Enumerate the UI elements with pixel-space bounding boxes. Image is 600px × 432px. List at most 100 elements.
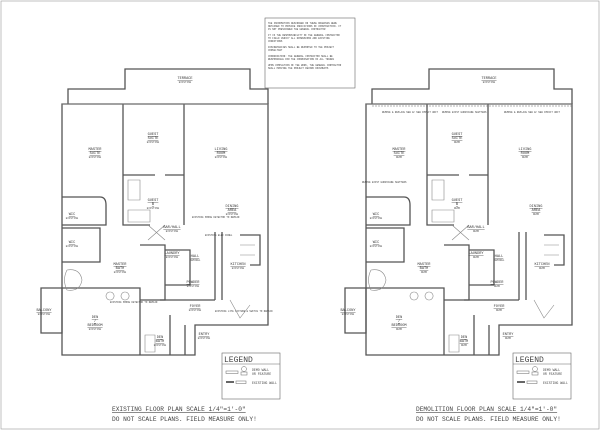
room-name: / bbox=[398, 319, 400, 324]
general-note-line: TO FIELD VERIFY ALL DIMENSIONS AND EXIST… bbox=[268, 37, 330, 40]
room-name: FOYER bbox=[190, 305, 202, 309]
room-status: DEMO bbox=[494, 285, 501, 288]
room-name: TERRACE bbox=[481, 77, 496, 81]
wall bbox=[544, 234, 565, 266]
wall bbox=[371, 68, 573, 104]
room-status: DEMO bbox=[461, 344, 468, 347]
room-name: ROOM bbox=[217, 152, 226, 156]
room-status: DEMO bbox=[396, 328, 403, 331]
legend-title: LEGEND bbox=[224, 356, 253, 365]
room-status: EXISTING bbox=[66, 217, 79, 220]
wall bbox=[366, 227, 405, 263]
wall bbox=[165, 249, 191, 286]
legend-demo-label: DEMO WALL bbox=[543, 368, 560, 372]
plan-note: EXISTING ELEC PANEL bbox=[205, 234, 233, 237]
room-name: BATH bbox=[420, 267, 429, 271]
fixture bbox=[431, 179, 445, 201]
fixture bbox=[451, 224, 470, 241]
fixture bbox=[229, 299, 251, 319]
room-status: DEMO bbox=[454, 141, 461, 144]
room-name: MASTER bbox=[114, 263, 128, 267]
room-status: DEMO bbox=[454, 207, 461, 210]
room-name: BATH bbox=[116, 267, 125, 271]
general-note-line: RESPONSIBLE FOR THE COORDINATION OF ALL … bbox=[268, 58, 335, 61]
room-name: BAR/HALL bbox=[467, 225, 484, 230]
general-note-line: UPON COMPLETION OF THE WORK, THE GENERAL… bbox=[268, 64, 342, 67]
legend-existing-label: EXISTING WALL bbox=[252, 381, 277, 385]
demo-wall-symbol bbox=[225, 370, 239, 374]
room-name: BATH bbox=[156, 340, 165, 344]
fixture bbox=[64, 269, 83, 291]
wall bbox=[62, 227, 101, 263]
legend-demo-label-2: OR FEATURE bbox=[252, 372, 271, 376]
general-note-line: IS NOT PRESCRIBED THE GENERAL CONTRACTOR bbox=[268, 28, 326, 31]
room-name: FOYER bbox=[494, 305, 506, 309]
room-name: MASTER bbox=[418, 263, 432, 267]
room-name: GUEST bbox=[452, 199, 464, 203]
room-status: EXISTING bbox=[226, 213, 239, 216]
room-status: DEMO bbox=[522, 156, 529, 159]
room-name: TERRACE bbox=[177, 77, 192, 81]
wall bbox=[444, 244, 470, 301]
room-name: SUITE bbox=[394, 152, 405, 156]
room-status: EXISTING bbox=[66, 245, 79, 248]
room-status: EXISTING bbox=[154, 344, 167, 347]
room-name: BALCONY bbox=[36, 309, 52, 313]
plan-subtitle: DO NOT SCALE PLANS. FIELD MEASURE ONLY! bbox=[112, 416, 257, 423]
wall bbox=[366, 287, 445, 300]
room-name: WIC bbox=[69, 241, 75, 245]
room-name: LIVING bbox=[215, 148, 228, 152]
room-name: DINING bbox=[226, 205, 239, 209]
room-name: LAUNDRY bbox=[468, 252, 484, 256]
room-status: EXISTING bbox=[89, 156, 102, 159]
room-status: EXISTING bbox=[370, 245, 383, 248]
room-status: REMODEL bbox=[494, 259, 505, 262]
legend-demo-label-2: OR FEATURE bbox=[543, 372, 562, 376]
wall bbox=[426, 175, 454, 226]
legend-title: LEGEND bbox=[515, 356, 544, 365]
room-status: EXISTING bbox=[38, 313, 51, 316]
fixture bbox=[144, 334, 156, 353]
fixture bbox=[448, 334, 460, 353]
general-note-line: CONDITIONS bbox=[268, 40, 283, 43]
room-status: EXISTING bbox=[370, 217, 383, 220]
fixture bbox=[147, 224, 166, 241]
wall bbox=[62, 287, 141, 300]
room-status: EXISTING bbox=[483, 81, 496, 84]
room-status: DEMO bbox=[533, 213, 540, 216]
room-status: DEMO bbox=[505, 337, 512, 340]
fixture bbox=[105, 291, 115, 301]
room-name: LIVING bbox=[519, 148, 532, 152]
room-status: DEMO bbox=[421, 271, 428, 274]
room-status: EXISTING bbox=[342, 313, 355, 316]
plan-note: EXISTING LITE FIXTURE & SWITCH TO REMAIN bbox=[215, 310, 273, 313]
room-status: EXISTING bbox=[189, 309, 202, 312]
room-name: KITCHEN bbox=[534, 263, 549, 267]
room-name: WIC bbox=[69, 213, 75, 217]
room-status: EXISTING bbox=[166, 256, 179, 259]
room-status: DEMO bbox=[396, 156, 403, 159]
plan-note: EXISTING SMOKE DETECTOR TO REMAIN bbox=[110, 301, 158, 304]
room-name: BEDROOM bbox=[87, 324, 102, 328]
room-name: / bbox=[94, 319, 96, 324]
demolition-floor-plan: TERRACEEXISTINGMASTERSUITEDEMOGUESTSUITE… bbox=[340, 68, 573, 423]
